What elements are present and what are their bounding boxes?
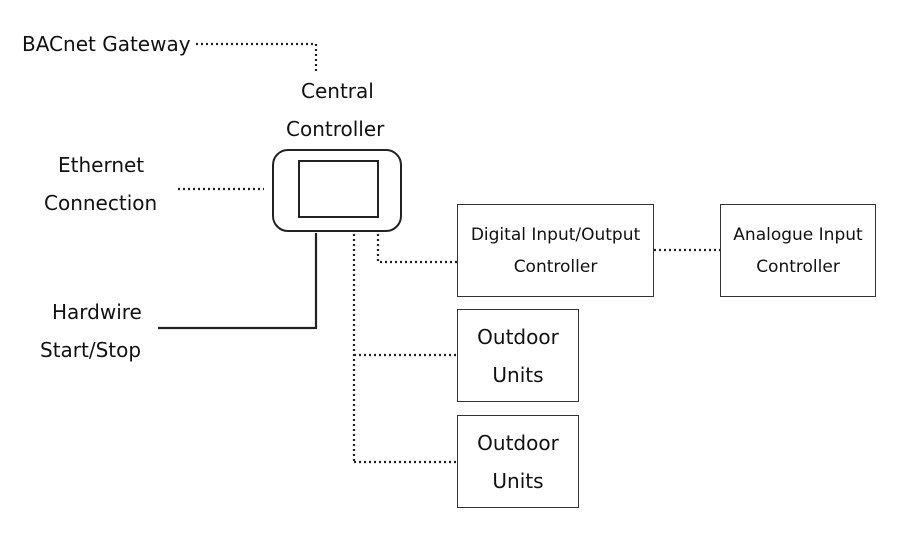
hardwire-link: [158, 233, 318, 330]
hardwire-label-line1: Hardwire: [52, 300, 142, 324]
central-controller-label-line2: Controller: [286, 117, 385, 141]
outdoor-units-1-label-line1: Outdoor: [477, 324, 559, 349]
digital-io-label-line1: Digital Input/Output: [470, 224, 641, 245]
central-controller-device[interactable]: [272, 149, 402, 232]
digital-io-label-line2: Controller: [513, 256, 598, 277]
ethernet-label-line2: Connection: [44, 191, 158, 215]
analogue-input-controller-box[interactable]: Analogue Input Controller: [720, 204, 876, 297]
controller-screen: [298, 160, 379, 218]
outdoor-units-box-1[interactable]: Outdoor Units: [457, 309, 579, 402]
digital-io-link: [376, 234, 457, 264]
ethernet-label-line1: Ethernet: [58, 153, 145, 177]
analogue-input-label-line1: Analogue Input: [733, 224, 863, 245]
bacnet-link: [196, 42, 318, 72]
bacnet-gateway-label: BACnet Gateway: [22, 32, 191, 56]
outdoor-units-2-label-line1: Outdoor: [477, 430, 559, 455]
outdoor-units-1-label-line2: Units: [492, 362, 544, 387]
central-controller-label-line1: Central: [301, 79, 374, 103]
digital-io-controller-box[interactable]: Digital Input/Output Controller: [457, 204, 654, 297]
hardwire-label-line2: Start/Stop: [40, 338, 142, 362]
analogue-input-label-line2: Controller: [756, 256, 840, 277]
outdoor-units-box-2[interactable]: Outdoor Units: [457, 415, 579, 508]
outdoor-units-2-label-line2: Units: [492, 468, 544, 493]
